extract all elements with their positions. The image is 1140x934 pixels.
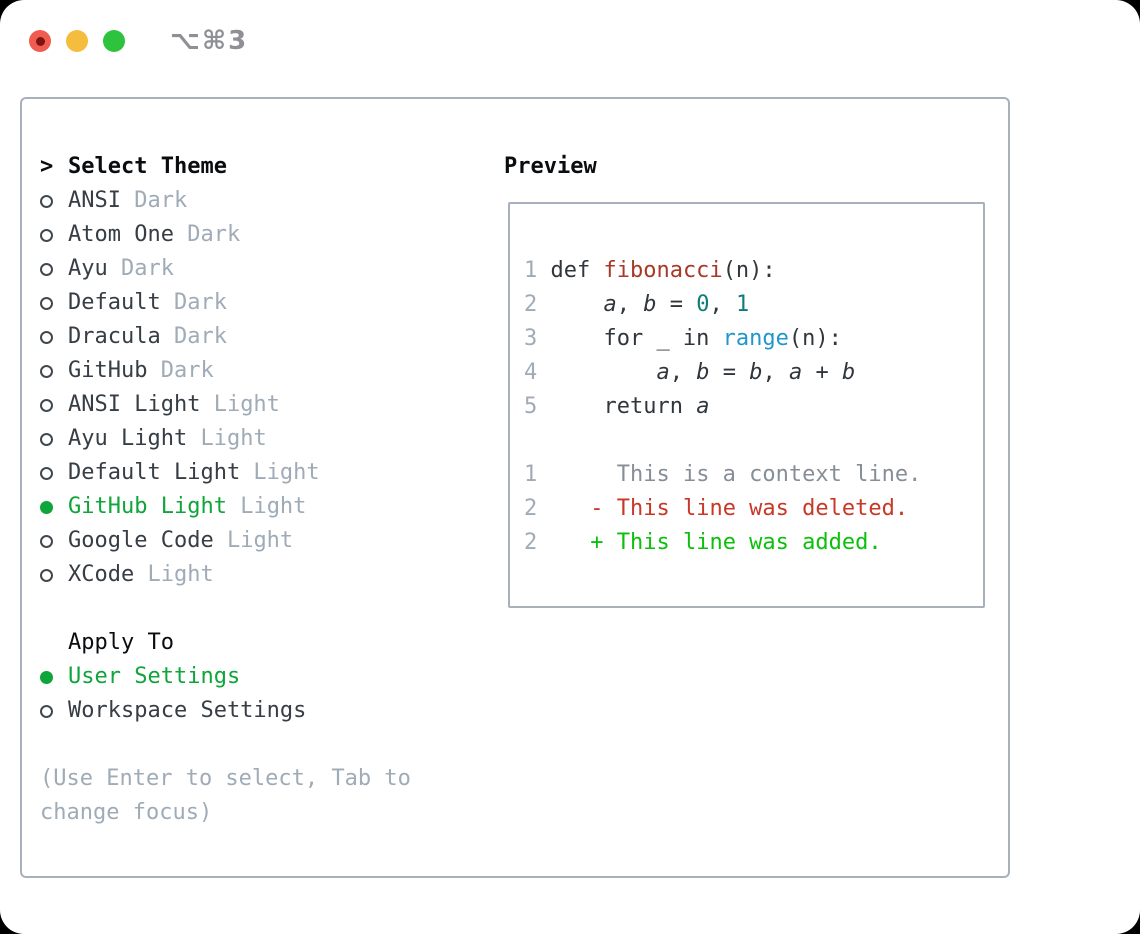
- theme-name: Atom One: [68, 222, 174, 247]
- theme-variant: Light: [134, 562, 214, 587]
- theme-option-atom-one[interactable]: Atom One Dark: [40, 218, 490, 252]
- theme-variant: Dark: [160, 290, 227, 315]
- line-number: 1: [524, 258, 538, 283]
- spacer-row: [40, 728, 490, 762]
- diff-line-context: 1 This is a context line.: [524, 458, 983, 492]
- window-title: ⌥⌘3: [170, 26, 249, 56]
- theme-option-ayu-light[interactable]: Ayu Light Light: [40, 422, 490, 456]
- theme-option-ansi-light[interactable]: ANSI Light Light: [40, 388, 490, 422]
- radio-icon: [40, 398, 68, 412]
- theme-name: ANSI Light: [68, 392, 201, 417]
- theme-option-github[interactable]: GitHub Dark: [40, 354, 490, 388]
- theme-option-default-light[interactable]: Default Light Light: [40, 456, 490, 490]
- radio-icon: [40, 330, 68, 344]
- code-line: 5 return a: [524, 390, 983, 424]
- apply-option-user-settings[interactable]: User Settings: [40, 660, 490, 694]
- radio-icon: [40, 568, 68, 582]
- preview-label: Preview: [504, 154, 597, 179]
- theme-name: Ayu Light: [68, 426, 188, 451]
- apply-to-header: Apply To: [68, 630, 174, 655]
- theme-variant: Dark: [147, 358, 214, 383]
- line-number: 1: [524, 462, 538, 487]
- spacer-row: [40, 592, 490, 626]
- line-number: 5: [524, 394, 538, 419]
- code-line: 4 a, b = b, a + b: [524, 356, 983, 390]
- theme-variant: Dark: [160, 324, 227, 349]
- theme-option-xcode[interactable]: XCode Light: [40, 558, 490, 592]
- theme-name: GitHub: [68, 358, 148, 383]
- theme-variant: Light: [240, 460, 320, 485]
- code-line: 3 for _ in range(n):: [524, 322, 983, 356]
- apply-option-label: Workspace Settings: [68, 698, 307, 723]
- close-button[interactable]: [29, 30, 51, 52]
- radio-icon: [40, 262, 68, 276]
- theme-name: GitHub Light: [68, 494, 227, 519]
- radio-icon: [40, 364, 68, 378]
- line-number: 4: [524, 360, 538, 385]
- code-line: 2 a, b = 0, 1: [524, 288, 983, 322]
- theme-variant: Light: [200, 392, 280, 417]
- theme-option-ansi[interactable]: ANSI Dark: [40, 184, 490, 218]
- theme-variant: Light: [187, 426, 267, 451]
- apply-option-workspace-settings[interactable]: Workspace Settings: [40, 694, 490, 728]
- select-theme-label: Select Theme: [68, 154, 227, 179]
- hint-text: (Use Enter to select, Tab to change focus…: [40, 762, 490, 830]
- radio-icon: [40, 228, 68, 242]
- theme-variant: Dark: [120, 188, 188, 213]
- preview-header: Preview: [504, 150, 597, 184]
- line-number: 3: [524, 326, 538, 351]
- minimize-button[interactable]: [66, 30, 88, 52]
- line-number: 2: [524, 496, 538, 521]
- diff-line-deleted: 2 - This line was deleted.: [524, 492, 983, 526]
- theme-option-default[interactable]: Default Dark: [40, 286, 490, 320]
- maximize-button[interactable]: [103, 30, 125, 52]
- radio-icon: [40, 194, 68, 208]
- line-number: 2: [524, 530, 538, 555]
- radio-icon: [40, 466, 68, 480]
- theme-variant: Light: [213, 528, 294, 553]
- theme-name: Dracula: [68, 324, 161, 349]
- hint-line: change focus): [40, 800, 213, 825]
- radio-selected-icon: [40, 500, 68, 514]
- theme-variant: Dark: [173, 222, 241, 247]
- window-titlebar: ⌥⌘3: [29, 26, 248, 56]
- theme-option-dracula[interactable]: Dracula Dark: [40, 320, 490, 354]
- selection-caret-icon: >: [40, 154, 54, 179]
- apply-option-label: User Settings: [68, 664, 241, 689]
- theme-name: Default: [68, 290, 161, 315]
- select-theme-header: > Select Theme: [40, 150, 490, 184]
- theme-name: Default Light: [68, 460, 241, 485]
- preview-column: Preview: [504, 150, 597, 184]
- theme-option-github-light[interactable]: GitHub Light Light: [40, 490, 490, 524]
- radio-selected-icon: [40, 670, 68, 684]
- theme-variant: Light: [226, 494, 307, 519]
- radio-icon: [40, 704, 68, 718]
- line-number: 2: [524, 292, 538, 317]
- theme-name: ANSI: [68, 188, 121, 213]
- theme-name: Google Code: [68, 528, 214, 553]
- radio-icon: [40, 534, 68, 548]
- theme-name: Ayu: [68, 256, 108, 281]
- hint-line: (Use Enter to select, Tab to: [40, 766, 411, 791]
- radio-icon: [40, 432, 68, 446]
- theme-option-google-code[interactable]: Google Code Light: [40, 524, 490, 558]
- close-dot-icon: [35, 36, 45, 46]
- diff-line-added: 2 + This line was added.: [524, 526, 983, 560]
- blank-line: [524, 424, 983, 458]
- theme-variant: Dark: [107, 256, 174, 281]
- radio-icon: [40, 296, 68, 310]
- theme-name: XCode: [68, 562, 135, 587]
- theme-option-ayu[interactable]: Ayu Dark: [40, 252, 490, 286]
